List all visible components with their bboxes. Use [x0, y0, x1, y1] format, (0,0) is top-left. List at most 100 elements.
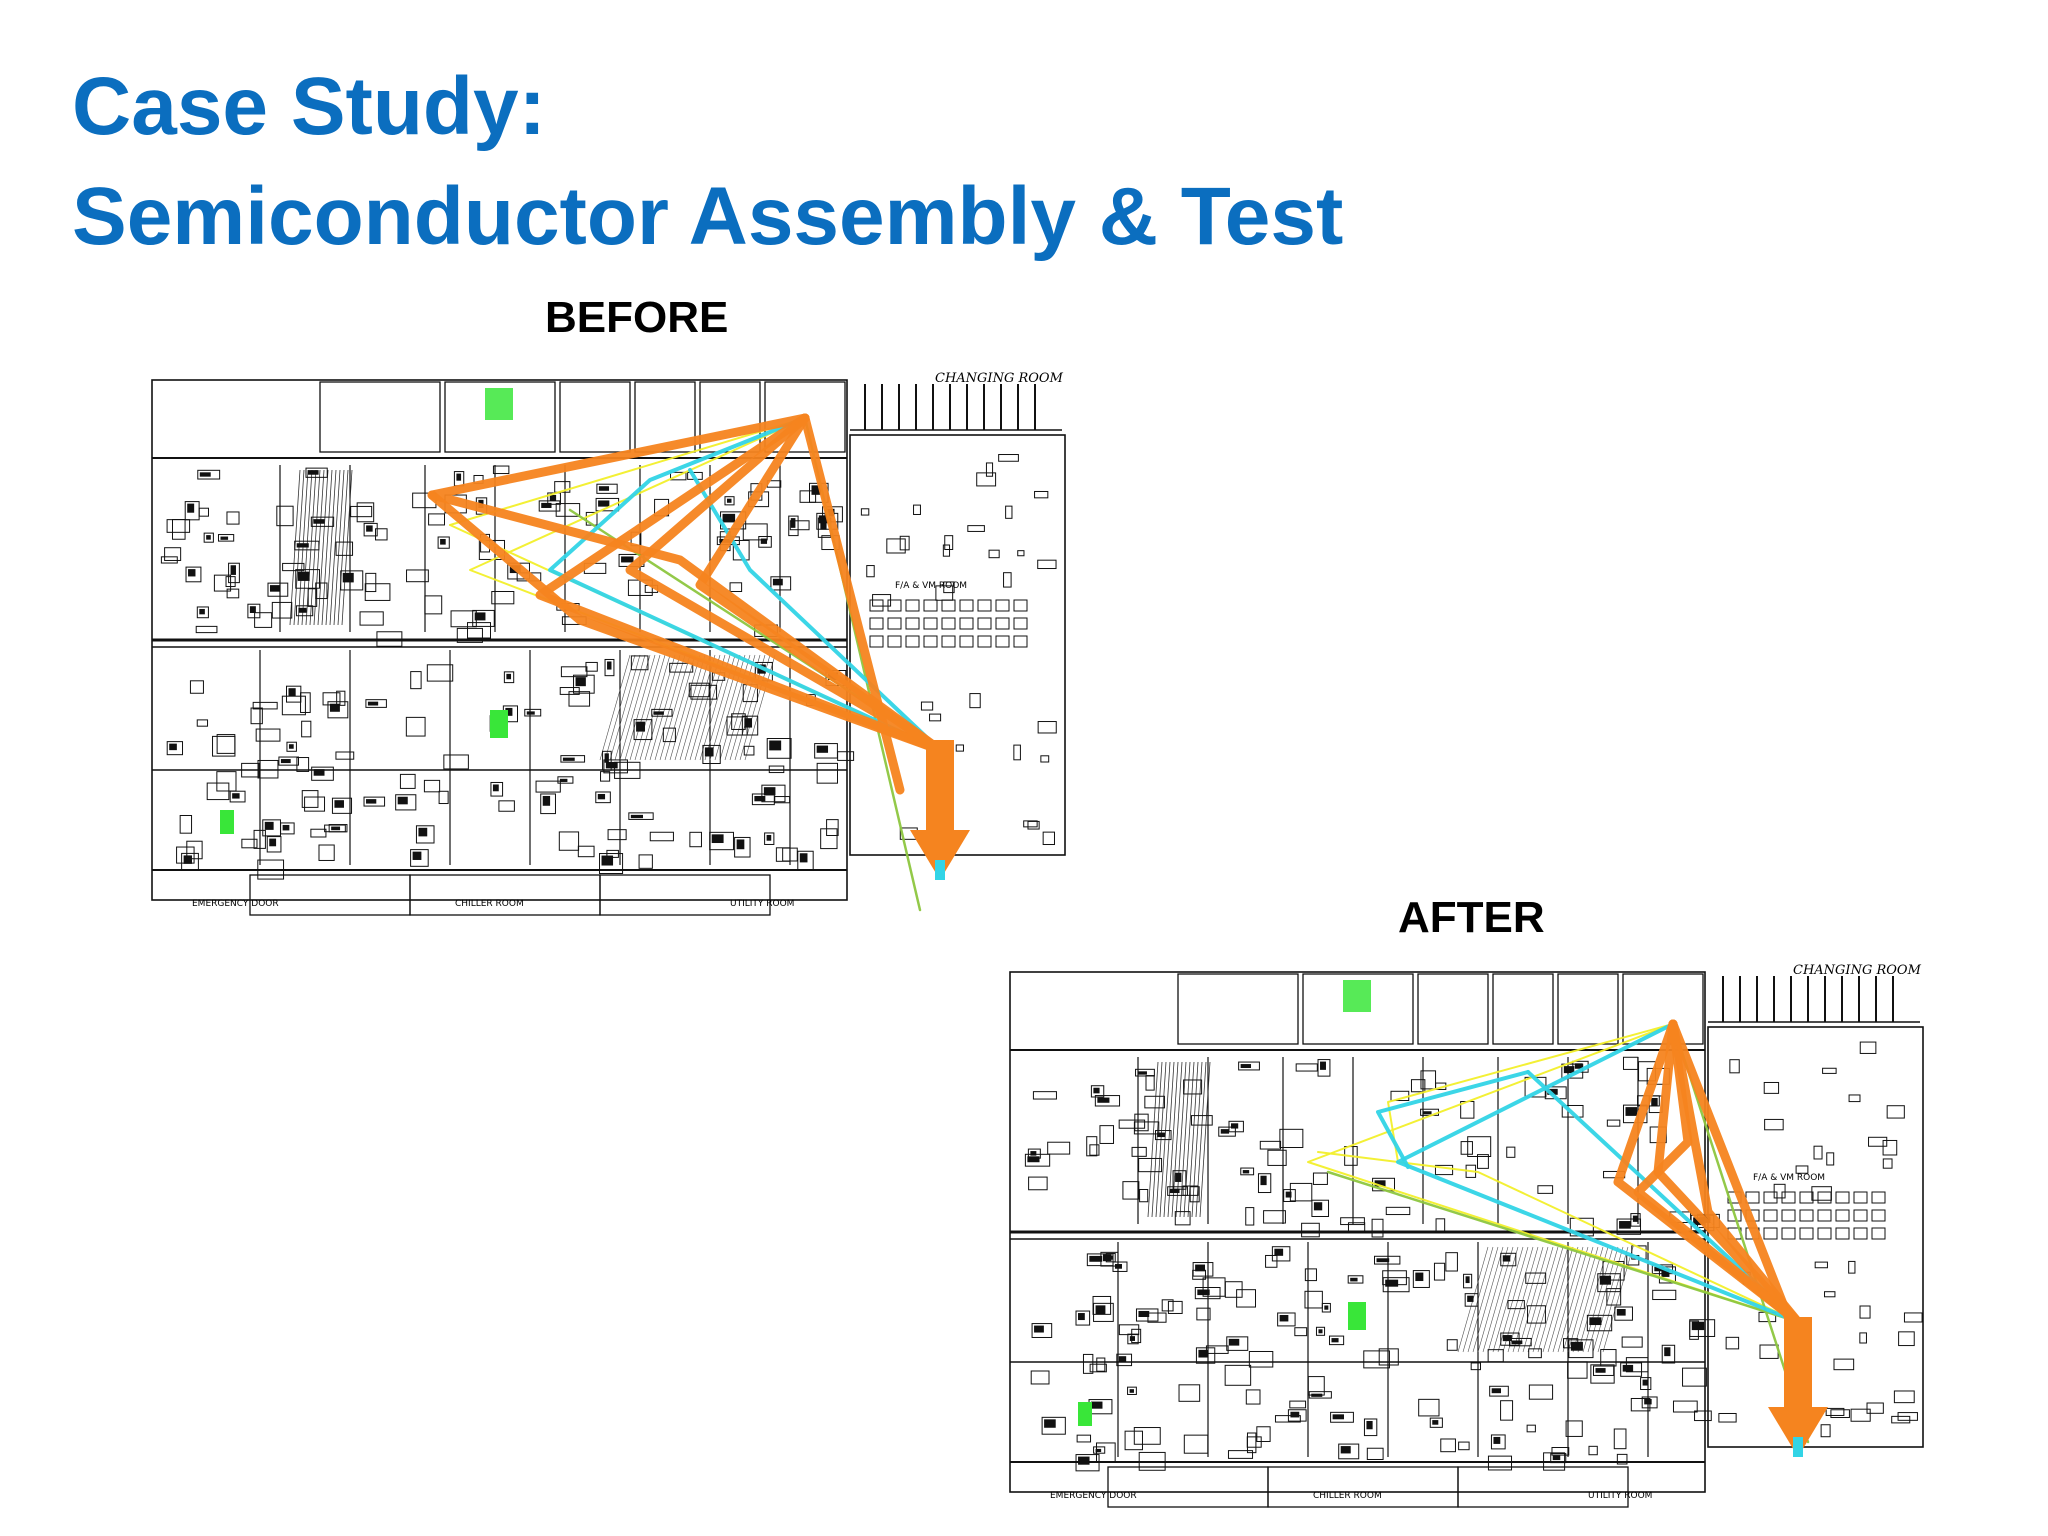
equipment-unit	[1543, 1452, 1566, 1471]
equipment-detail	[1385, 1279, 1399, 1287]
equipment-unit	[1228, 1120, 1244, 1133]
equipment-detail	[630, 814, 644, 819]
equipment-unit	[171, 519, 186, 540]
equipment-unit	[1813, 1145, 1823, 1160]
workbench	[869, 617, 884, 630]
equipment-unit	[1174, 1211, 1191, 1226]
equipment-detail	[1570, 1341, 1583, 1351]
equipment-unit	[1759, 1344, 1779, 1359]
equipment-unit	[1304, 1268, 1317, 1282]
equipment-unit	[1005, 505, 1013, 519]
equipment-unit	[607, 829, 627, 841]
flow-line-orange	[625, 413, 945, 755]
hatch	[1527, 1246, 1559, 1353]
equipment-unit	[630, 655, 649, 671]
equipment-unit	[1224, 1364, 1252, 1386]
utility-room	[409, 874, 601, 916]
equipment-unit	[336, 690, 346, 706]
equipment-detail	[597, 793, 606, 800]
equipment-unit	[1328, 1335, 1345, 1346]
equipment-unit	[257, 859, 285, 880]
equipment-detail	[772, 578, 783, 586]
equipment-unit	[1127, 1386, 1137, 1395]
workbench	[1799, 1209, 1814, 1222]
equipment-unit	[1490, 1434, 1506, 1450]
equipment-unit	[226, 588, 240, 599]
workbench	[1781, 1227, 1796, 1240]
equipment-detail	[1220, 1129, 1230, 1134]
equipment-unit	[1311, 1199, 1330, 1217]
equipment-unit	[304, 796, 326, 812]
equipment-detail	[230, 565, 236, 575]
equipment-unit	[1096, 1442, 1116, 1463]
equipment-unit	[166, 519, 191, 533]
hatch	[329, 469, 341, 626]
equipment-detail	[331, 826, 341, 831]
equipment-detail	[790, 518, 796, 528]
equipment-unit	[1133, 1427, 1161, 1445]
equipment-unit	[331, 797, 353, 814]
equipment-unit	[305, 467, 328, 478]
equipment-detail	[1175, 1172, 1182, 1182]
equipment-unit	[1537, 1185, 1554, 1194]
equipment-unit	[1116, 1353, 1133, 1367]
fa-room-label: F/A & VM ROOM	[1753, 1173, 1825, 1183]
equipment-unit	[1307, 1376, 1325, 1396]
equipment-unit	[1226, 1336, 1249, 1351]
hatch	[305, 469, 317, 626]
before-floor-plan-drawing: CHANGING ROOM CHILLER ROOM UTILITY ROOM …	[151, 371, 1066, 916]
equipment-unit	[1182, 1185, 1199, 1196]
flow-line-orange	[695, 413, 945, 755]
equipment-detail	[1511, 1340, 1523, 1345]
equipment-unit	[1340, 1217, 1365, 1226]
equipment-unit	[179, 814, 193, 834]
equipment-detail	[313, 519, 325, 524]
equipment-unit	[602, 750, 612, 771]
equipment-unit	[363, 796, 386, 807]
equipment-unit	[1433, 1262, 1446, 1281]
equipment-unit	[1528, 1348, 1542, 1359]
workbench	[1853, 1191, 1868, 1204]
equipment-detail	[1097, 1097, 1110, 1103]
equipment-detail	[249, 606, 256, 613]
equipment-unit	[743, 745, 755, 756]
equipment-unit	[670, 471, 687, 481]
flow-line-orange	[427, 413, 945, 755]
equipment-unit	[702, 744, 721, 765]
equipment-unit	[1189, 1186, 1200, 1203]
equipment-unit	[628, 812, 654, 820]
equipment-unit	[955, 744, 964, 752]
equipment-unit	[301, 720, 312, 738]
equipment-unit	[1814, 1261, 1828, 1269]
equipment-detail	[598, 500, 610, 507]
equipment-unit	[254, 612, 273, 628]
hatch	[649, 654, 681, 761]
equipment-unit	[410, 671, 422, 690]
equipment-unit	[1147, 1312, 1167, 1323]
equipment-detail	[1129, 1336, 1136, 1341]
equipment-unit	[1330, 1411, 1354, 1423]
hatch	[321, 469, 333, 626]
equipment-unit	[271, 601, 293, 619]
equipment-unit	[1508, 1337, 1532, 1347]
workbench	[1781, 1209, 1796, 1222]
equipment-unit	[1463, 1273, 1473, 1289]
equipment-unit	[1630, 1397, 1651, 1412]
equipment-unit	[1112, 1261, 1128, 1272]
hatch	[1472, 1246, 1504, 1353]
equipment-unit	[742, 523, 768, 541]
equipment-unit	[281, 695, 306, 716]
equipment-detail	[1102, 1254, 1112, 1262]
equipment-unit	[1470, 1362, 1481, 1371]
equipment-unit	[375, 528, 388, 541]
equipment-unit	[1075, 1454, 1100, 1472]
equipment-unit	[310, 516, 335, 527]
equipment-unit	[595, 791, 611, 804]
equipment-unit	[1205, 1345, 1229, 1354]
equipment-highlight	[1348, 1302, 1366, 1330]
hatch	[659, 654, 691, 761]
equipment-detail	[1467, 1295, 1474, 1302]
hatch	[1522, 1246, 1554, 1353]
equipment-unit	[976, 472, 997, 487]
equipment-unit	[1467, 1136, 1492, 1157]
